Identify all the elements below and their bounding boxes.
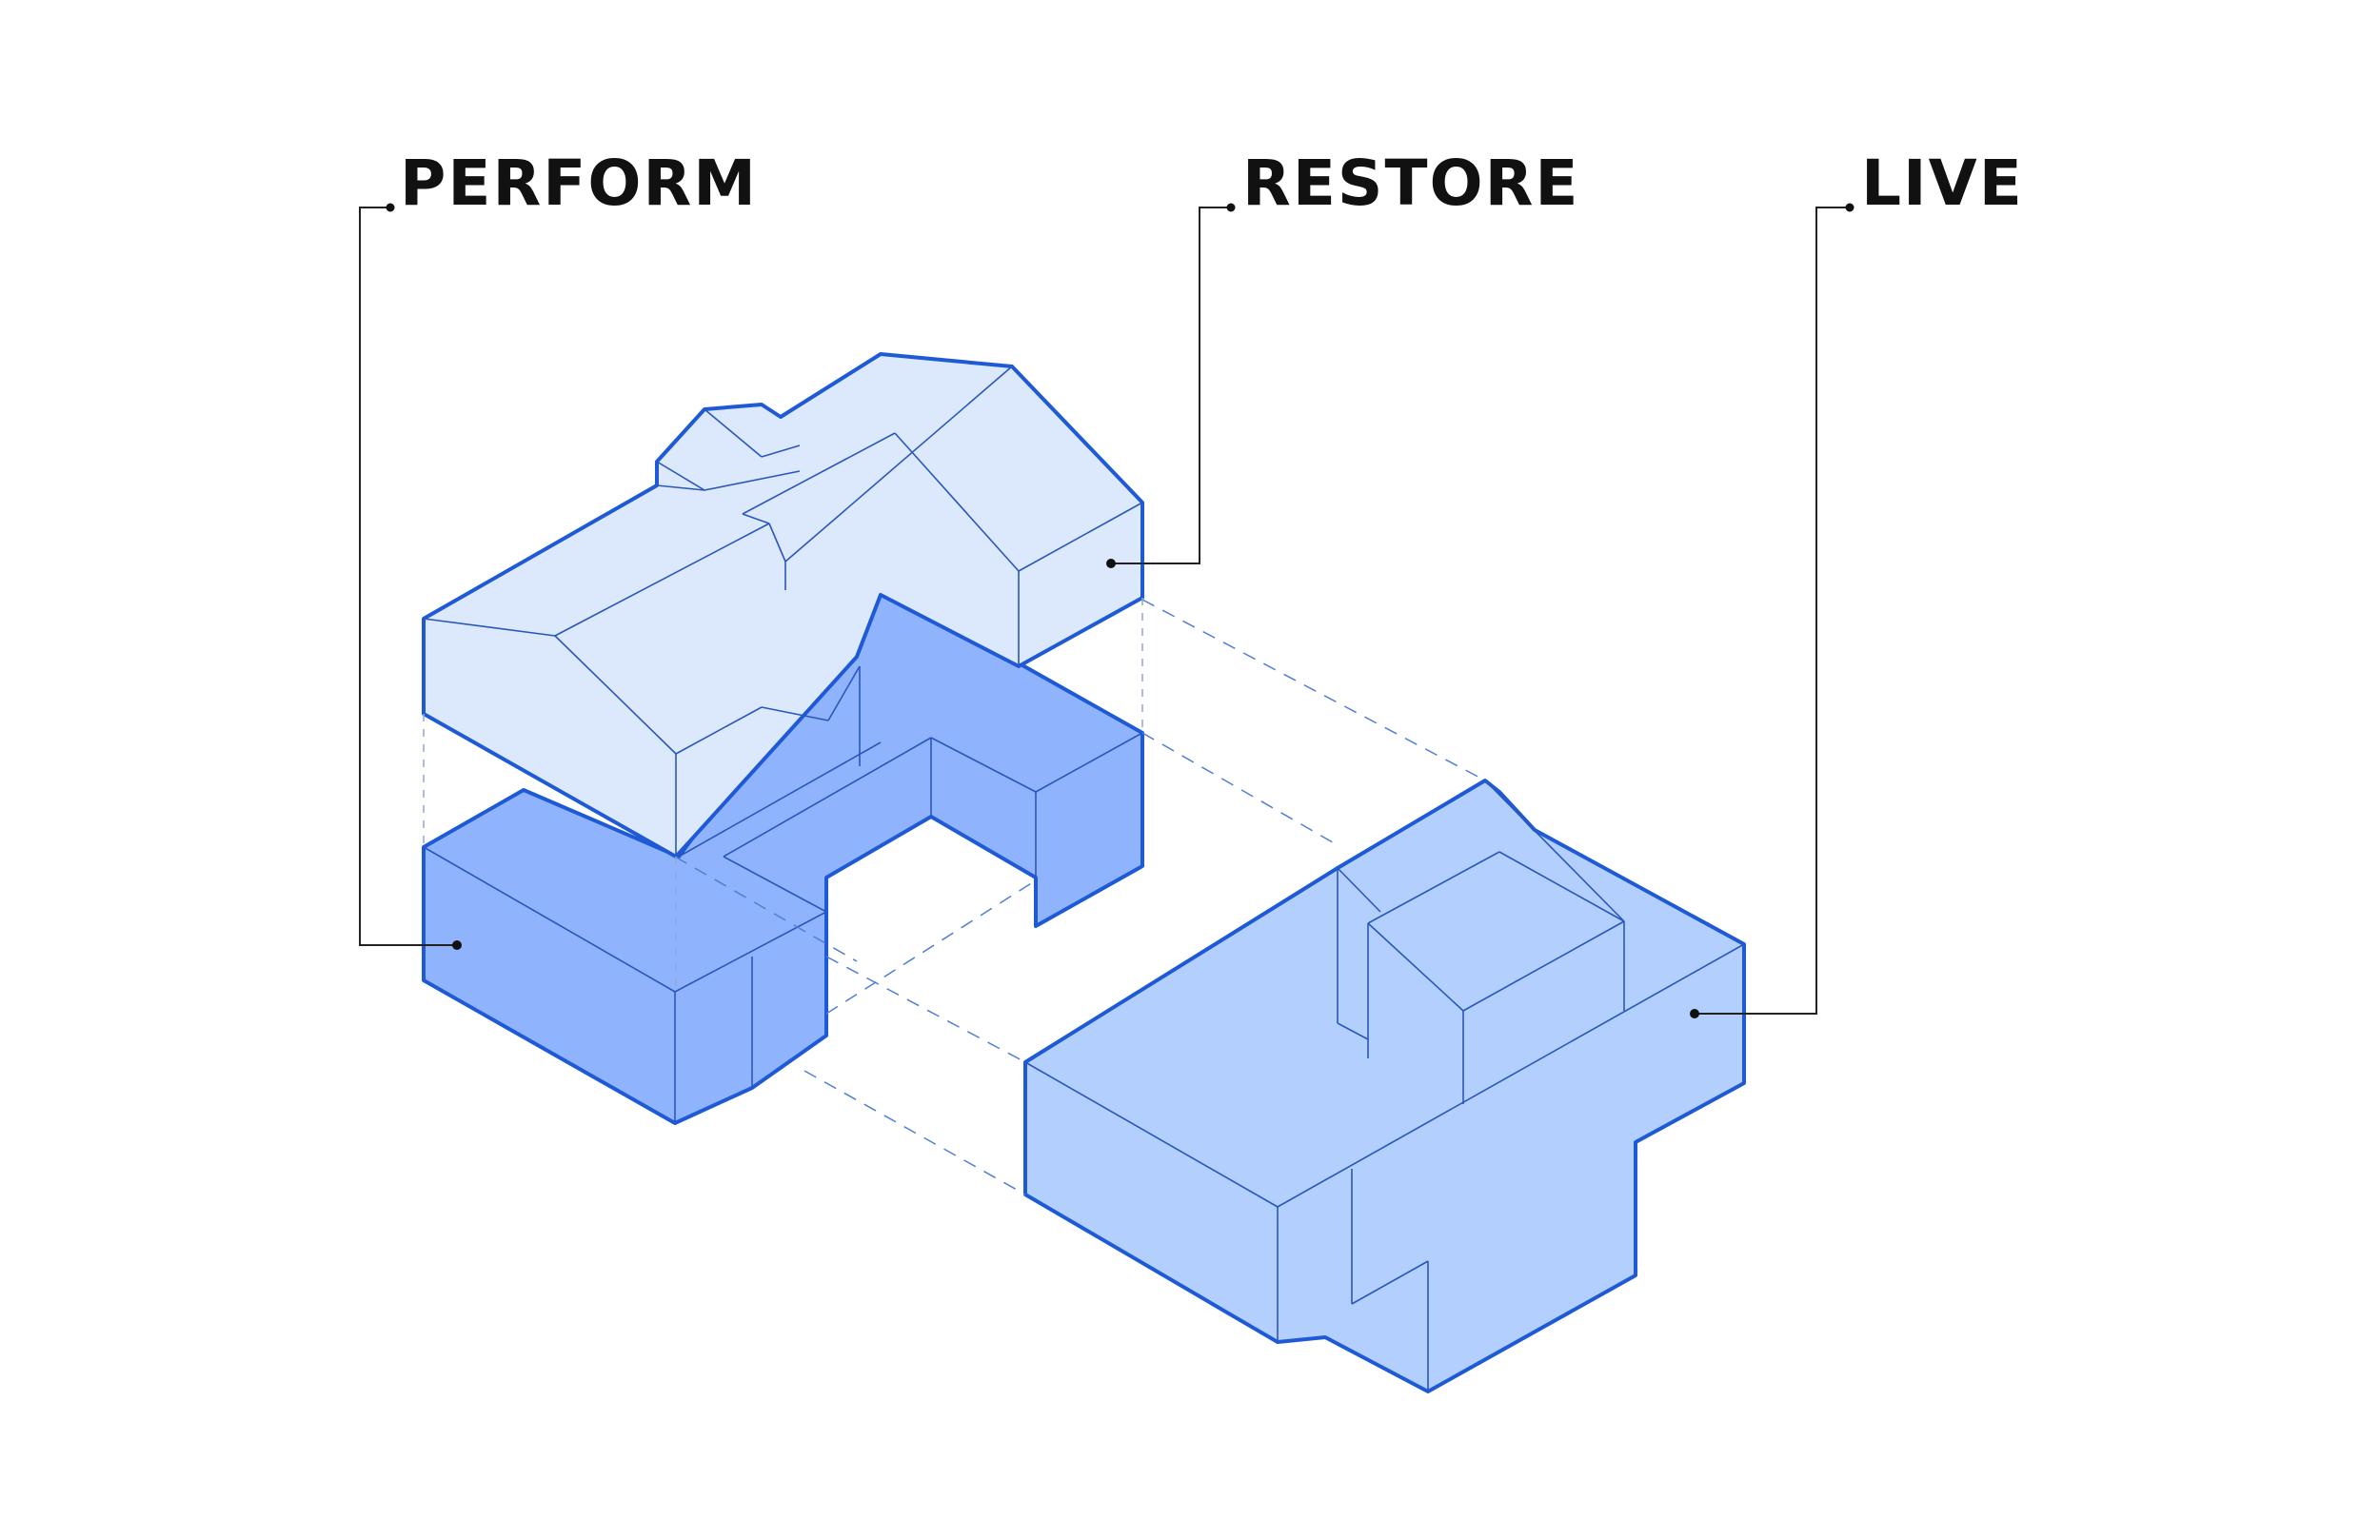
restore-label: RESTORE	[1242, 147, 1580, 220]
restore-leader-end-dot	[1106, 559, 1116, 568]
projection-line-1	[1141, 599, 1486, 781]
leader-lines	[359, 207, 1850, 1015]
live-leader-start-dot	[1845, 203, 1854, 212]
restore-volume	[422, 352, 1144, 859]
leader-dots	[386, 203, 1854, 1018]
restore-leader-start-dot	[1226, 203, 1236, 212]
projection-line-5	[825, 879, 1037, 1015]
live-volume	[1023, 779, 1746, 1393]
perform-volume-edges	[423, 732, 1143, 1123]
perform-leader-start-dot	[386, 203, 395, 212]
projection-line-2	[1141, 732, 1339, 846]
perform-leader-end-dot	[452, 940, 462, 950]
perform-leader-line	[359, 207, 457, 946]
restore-volume-edges	[423, 365, 1143, 857]
projection-lines	[423, 598, 1486, 1195]
live-leader-end-dot	[1690, 1009, 1699, 1018]
live-label: LIVE	[1861, 147, 2024, 220]
restore-volume-body	[422, 352, 1144, 859]
projection-line-4	[803, 1070, 1026, 1195]
live-volume-edges	[1024, 780, 1745, 1392]
restore-leader-line	[1111, 207, 1231, 564]
perform-label: PERFORM	[400, 147, 758, 220]
projection-line-6	[674, 856, 858, 962]
live-leader-line	[1695, 207, 1850, 1015]
projection-line-3	[825, 956, 1026, 1063]
